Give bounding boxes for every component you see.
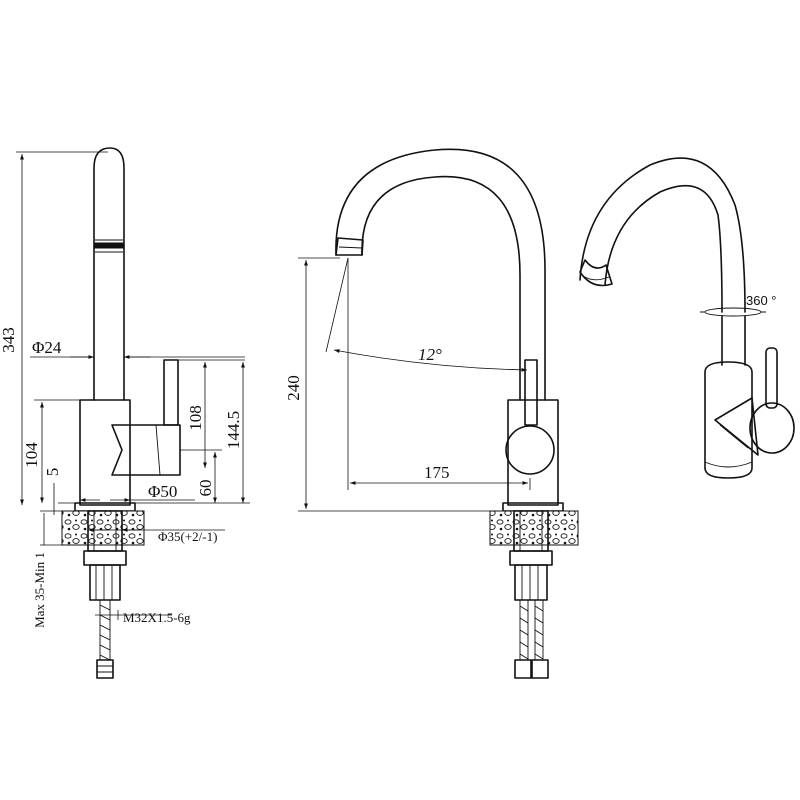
front-view: 240 12° 175: [284, 148, 579, 679]
persp-lever-wedge: [714, 397, 759, 456]
perspective-view: 360 °: [579, 157, 795, 479]
front-body: [507, 399, 559, 506]
dim-lever-height: 108: [186, 405, 205, 431]
dim-thread: M32X1.5-6g: [123, 610, 191, 625]
side-nut: [83, 550, 127, 566]
front-lever-hub: [505, 425, 555, 475]
dim-hole-diameter: Φ35(+2/-1): [158, 529, 217, 544]
dim-countertop: Max 35-Min 1: [32, 552, 47, 628]
side-view: 343 104 5 Φ24 108 144.5 60 Φ50: [0, 147, 250, 679]
front-spout-inner: [361, 175, 521, 401]
dim-small-offset: 5: [43, 468, 62, 477]
side-lever-handle: [163, 359, 179, 426]
dim-spout-reach: 175: [424, 463, 450, 482]
dim-base-height: 104: [22, 442, 41, 468]
persp-lever-handle: [765, 347, 778, 409]
front-lever-handle: [524, 359, 538, 426]
persp-spout-inner: [604, 184, 723, 313]
front-countertop: [489, 510, 579, 546]
dim-rotation: 360 °: [746, 293, 777, 308]
spout-aerator-ring: [94, 242, 124, 249]
dim-body-height: 144.5: [224, 411, 243, 449]
side-countertop: [61, 510, 145, 546]
dim-bottom-height: 60: [196, 480, 215, 497]
side-body: [79, 399, 131, 506]
dim-total-height: 343: [0, 327, 18, 353]
front-spout-outer: [335, 148, 546, 401]
persp-spout-tip: [579, 259, 613, 287]
front-spout-tip: [335, 237, 364, 256]
side-spout: [93, 147, 125, 401]
persp-spout-outer: [579, 157, 746, 313]
dim-tilt-angle: 12°: [418, 345, 442, 364]
dim-spout-height: 240: [284, 375, 303, 401]
persp-body: [704, 361, 753, 479]
side-lever-block: [111, 424, 181, 476]
dim-body-diameter: Φ50: [148, 482, 177, 501]
persp-lever-hub: [749, 402, 795, 454]
dim-spout-diameter: Φ24: [32, 338, 62, 357]
